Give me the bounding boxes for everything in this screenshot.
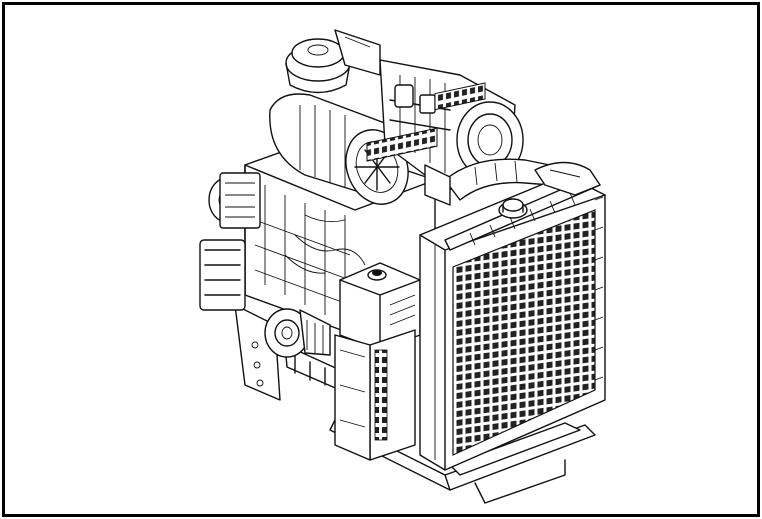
oil-filler-cap xyxy=(285,29,381,94)
radiator-cap xyxy=(498,198,528,219)
radiator xyxy=(419,174,606,471)
wiring-harness xyxy=(284,82,486,274)
engine-drawing-svg xyxy=(199,29,606,504)
engine-illustration xyxy=(5,5,757,514)
front-accessories xyxy=(199,172,261,311)
radiator-side-panel xyxy=(334,329,416,461)
control-box xyxy=(339,262,421,351)
water-pump-pulley xyxy=(264,308,331,358)
coolant-hoses xyxy=(424,158,551,206)
coolant-tank xyxy=(534,161,601,196)
